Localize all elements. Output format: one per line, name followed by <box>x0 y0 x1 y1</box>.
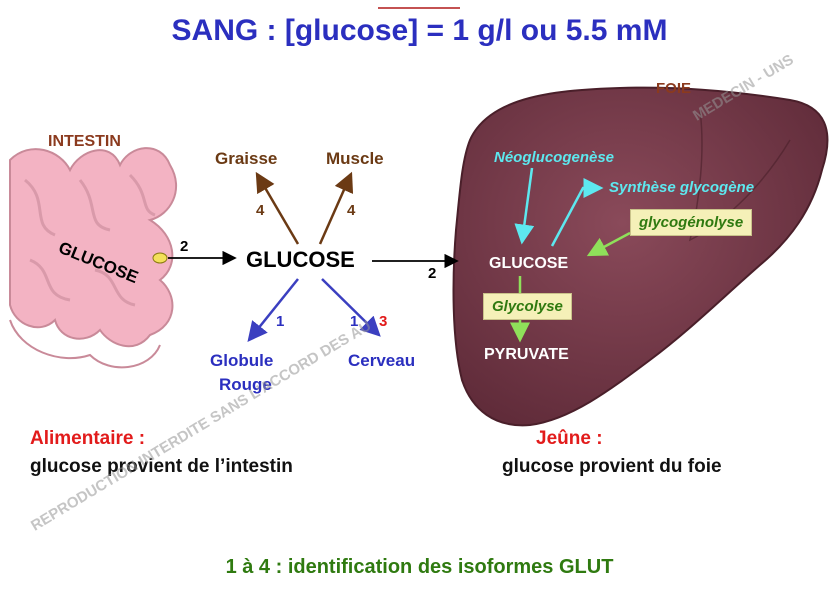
glycogenolyse-box: glycogénolyse <box>630 209 753 236</box>
number-globule: 1 <box>276 313 285 330</box>
footer-note: 1 à 4 : identification des isoformes GLU… <box>225 556 614 578</box>
arrow-glycogenolyse-to-glucose <box>586 231 631 257</box>
arrow-to-globule <box>247 278 299 342</box>
arrow-to-graisse <box>255 171 300 245</box>
graisse-label: Graisse <box>215 149 278 168</box>
synthese-glycogene-label: Synthèse glycogène <box>609 179 755 196</box>
number-cerveau-a: 1 <box>350 313 359 330</box>
number-muscle: 4 <box>347 202 356 219</box>
intestine-illustration <box>9 147 177 369</box>
pyruvate-label: PYRUVATE <box>484 346 569 363</box>
number-cerveau-b: 3 <box>379 313 388 330</box>
jeune-text: glucose provient du foie <box>502 456 722 477</box>
liver-glucose-label: GLUCOSE <box>489 255 569 272</box>
muscle-label: Muscle <box>326 149 384 168</box>
jeune-title: Jeûne : <box>536 428 603 449</box>
central-glucose-label: GLUCOSE <box>246 247 355 272</box>
globule-label-line2: Rouge <box>219 375 272 394</box>
number-graisse: 4 <box>256 202 265 219</box>
page-title: SANG : [glucose] = 1 g/l ou 5.5 mM <box>171 14 668 47</box>
cerveau-label: Cerveau <box>348 351 416 370</box>
globule-label-line1: Globule <box>210 351 274 370</box>
intestine-label: INTESTIN <box>48 133 121 150</box>
arrow-to-cerveau <box>321 278 381 337</box>
arrow-neo-to-glucose <box>514 167 535 245</box>
liver-illustration <box>452 86 829 427</box>
glycolyse-box: Glycolyse <box>483 293 572 320</box>
number-intestine-arrow: 2 <box>180 238 189 255</box>
glut-transporter-intestine <box>152 252 168 264</box>
number-liver-arrow: 2 <box>428 265 437 282</box>
liver-label: FOIE <box>656 80 692 97</box>
arrow-glucose-to-synthese <box>550 178 604 247</box>
arrow-to-muscle <box>318 171 354 245</box>
neoglucogenese-label: Néoglucogenèse <box>494 149 615 166</box>
alimentaire-title: Alimentaire : <box>30 428 146 449</box>
alimentaire-text: glucose provient de l’intestin <box>30 456 293 477</box>
